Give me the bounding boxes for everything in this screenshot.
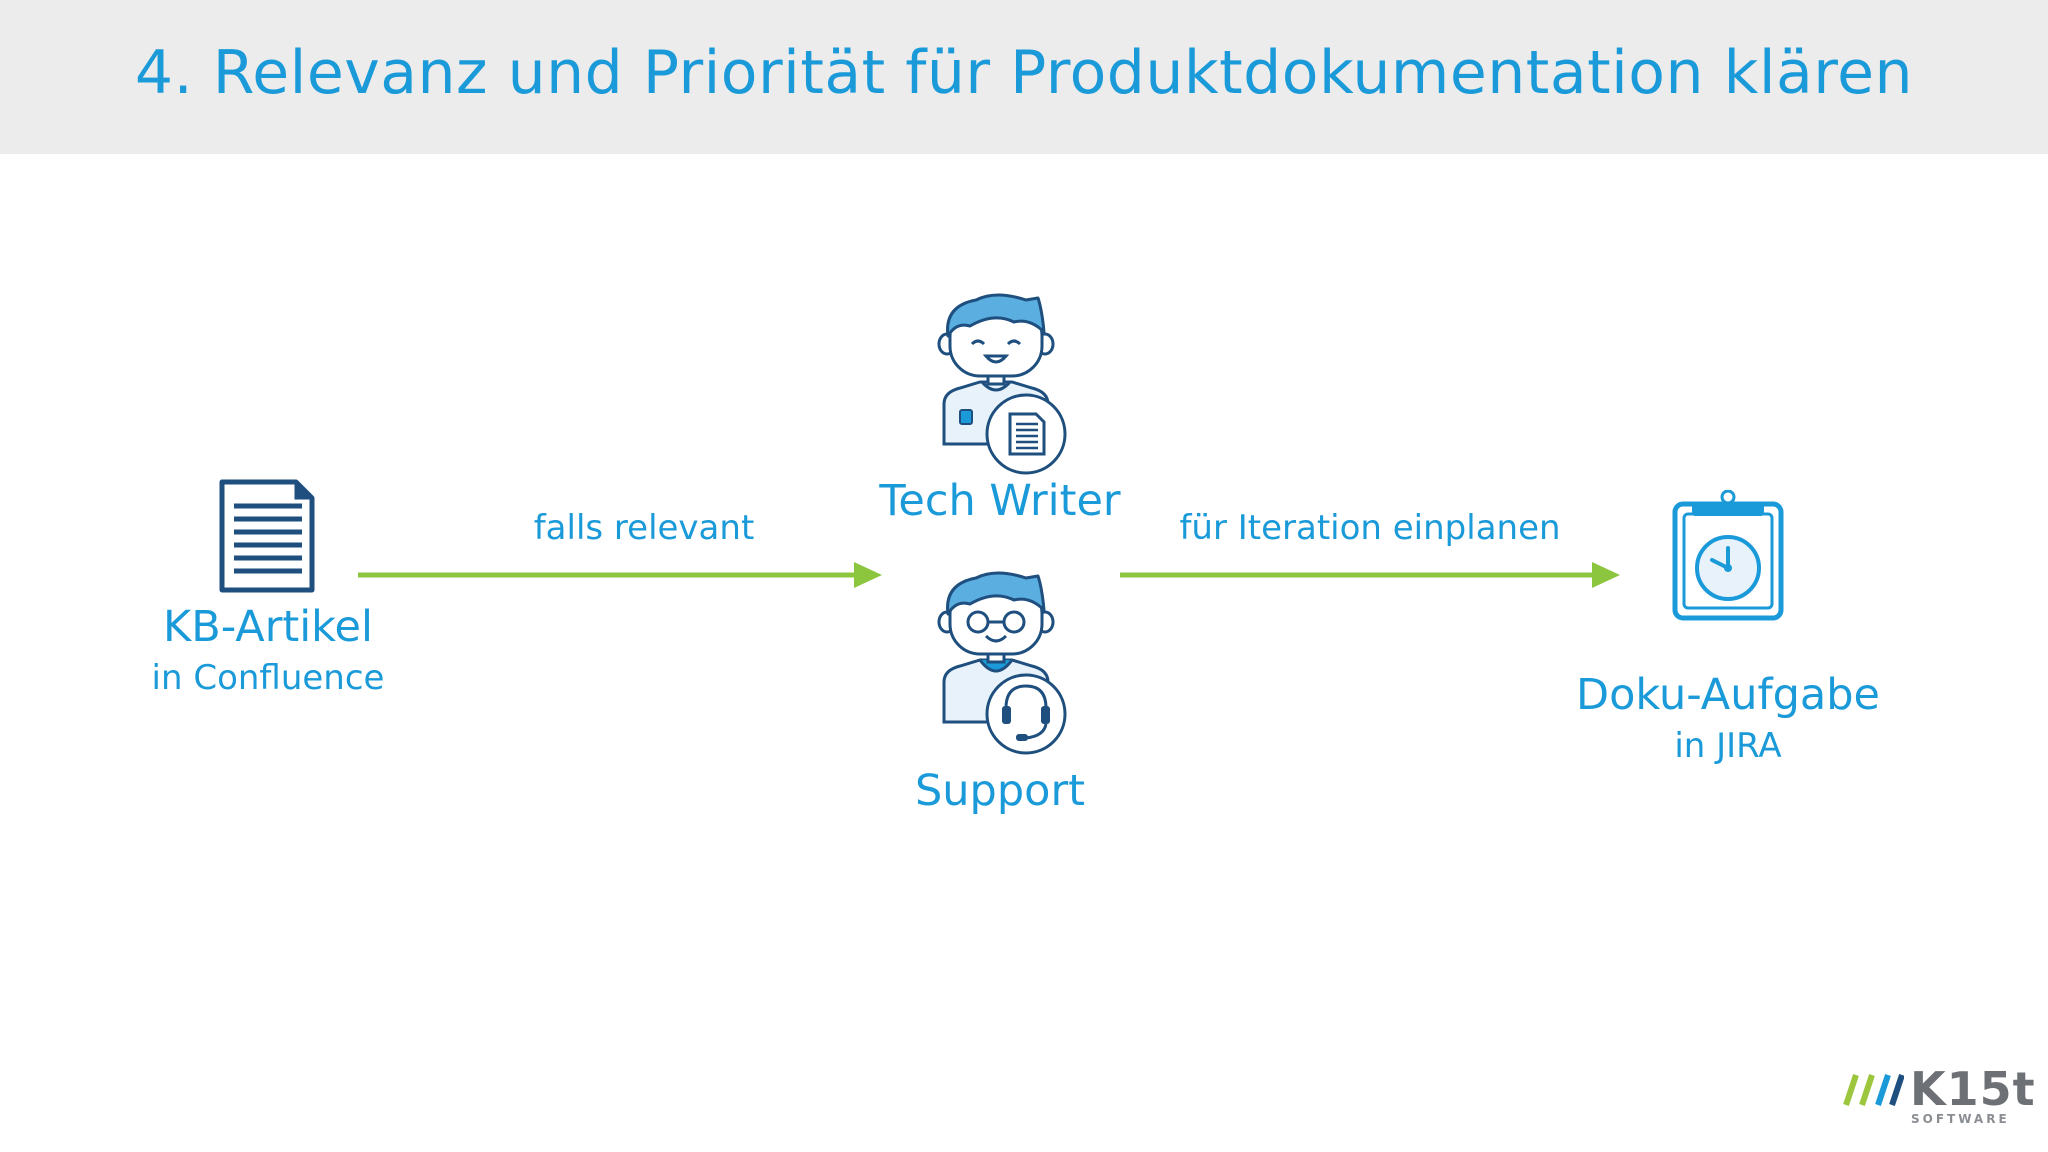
kb-article-subtitle: in Confluence — [151, 658, 385, 698]
k15t-logo-stripes-icon — [1843, 1074, 1904, 1106]
tech-writer-avatar-icon — [937, 293, 1067, 475]
clipboard-clock-icon — [1672, 490, 1784, 621]
document-icon — [219, 479, 315, 593]
k15t-logo-subtext: SOFTWARE — [1911, 1112, 2010, 1126]
arrow-team-to-task — [1120, 562, 1620, 588]
slide-title: 4. Relevanz und Priorität für Produktdok… — [134, 38, 1914, 108]
doku-task-subtitle: in JIRA — [1674, 726, 1782, 766]
k15t-logo-text: K15t — [1910, 1062, 2036, 1116]
kb-article-title: KB-Artikel — [163, 602, 373, 652]
support-agent-avatar-icon — [937, 571, 1067, 755]
edge-label-falls-relevant: falls relevant — [533, 508, 755, 548]
doku-task-title: Doku-Aufgabe — [1575, 670, 1881, 720]
tech-writer-label: Tech Writer — [879, 476, 1121, 526]
edge-label-iteration: für Iteration einplanen — [1179, 508, 1561, 548]
support-label: Support — [915, 766, 1085, 816]
arrow-kb-to-team — [358, 562, 882, 588]
slide-header: 4. Relevanz und Priorität für Produktdok… — [0, 0, 2048, 154]
